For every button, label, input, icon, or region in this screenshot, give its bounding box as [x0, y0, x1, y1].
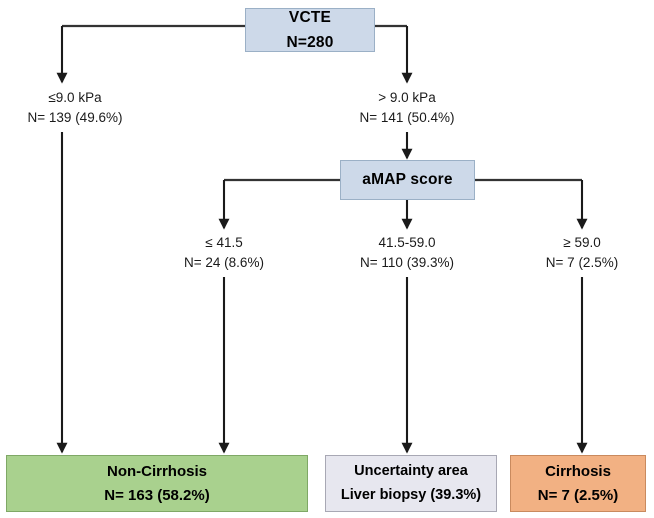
edge-label-vcte-low: ≤9.0 kPa N= 139 (49.6%) — [0, 88, 150, 127]
node-vcte-count: N=280 — [286, 33, 334, 51]
edge-label-amap-mid-count: N= 110 (39.3%) — [360, 254, 454, 270]
edge-label-amap-high-count: N= 7 (2.5%) — [545, 254, 619, 270]
node-uncertainty-area[interactable]: Uncertainty area Liver biopsy (39.3%) — [325, 455, 497, 512]
node-cirrhosis-count: N= 7 (2.5%) — [537, 487, 619, 504]
node-cirrhosis-title: Cirrhosis — [545, 462, 611, 480]
edge-label-amap-mid: 41.5-59.0 N= 110 (39.3%) — [332, 233, 482, 272]
edge-label-amap-low-criterion: ≤ 41.5 — [205, 235, 243, 250]
edge-label-amap-mid-criterion: 41.5-59.0 — [378, 235, 436, 250]
node-cirrhosis[interactable]: Cirrhosis N= 7 (2.5%) — [510, 455, 646, 512]
edge-label-vcte-low-criterion: ≤9.0 kPa — [48, 90, 102, 105]
node-uncertainty-title: Uncertainty area — [354, 463, 468, 480]
node-amap-score[interactable]: aMAP score — [340, 160, 475, 200]
node-amap-title: aMAP score — [362, 171, 453, 189]
edge-label-amap-high-criterion: ≥ 59.0 — [563, 235, 601, 250]
node-non-cirrhosis-count: N= 163 (58.2%) — [104, 487, 210, 504]
edge-label-vcte-high-count: N= 141 (50.4%) — [359, 109, 455, 125]
edge-label-amap-low-count: N= 24 (8.6%) — [184, 254, 264, 270]
edge-label-vcte-high-criterion: > 9.0 kPa — [378, 90, 436, 105]
edge-label-vcte-low-count: N= 139 (49.6%) — [27, 109, 123, 125]
edge-label-vcte-high: > 9.0 kPa N= 141 (50.4%) — [332, 88, 482, 127]
edge-label-amap-high: ≥ 59.0 N= 7 (2.5%) — [512, 233, 652, 272]
node-uncertainty-detail: Liver biopsy (39.3%) — [340, 487, 482, 503]
node-non-cirrhosis-title: Non-Cirrhosis — [106, 462, 207, 480]
edge-label-amap-low: ≤ 41.5 N= 24 (8.6%) — [154, 233, 294, 272]
node-non-cirrhosis[interactable]: Non-Cirrhosis N= 163 (58.2%) — [6, 455, 308, 512]
node-vcte[interactable]: VCTE N=280 — [245, 8, 375, 52]
node-vcte-title: VCTE — [288, 8, 332, 26]
